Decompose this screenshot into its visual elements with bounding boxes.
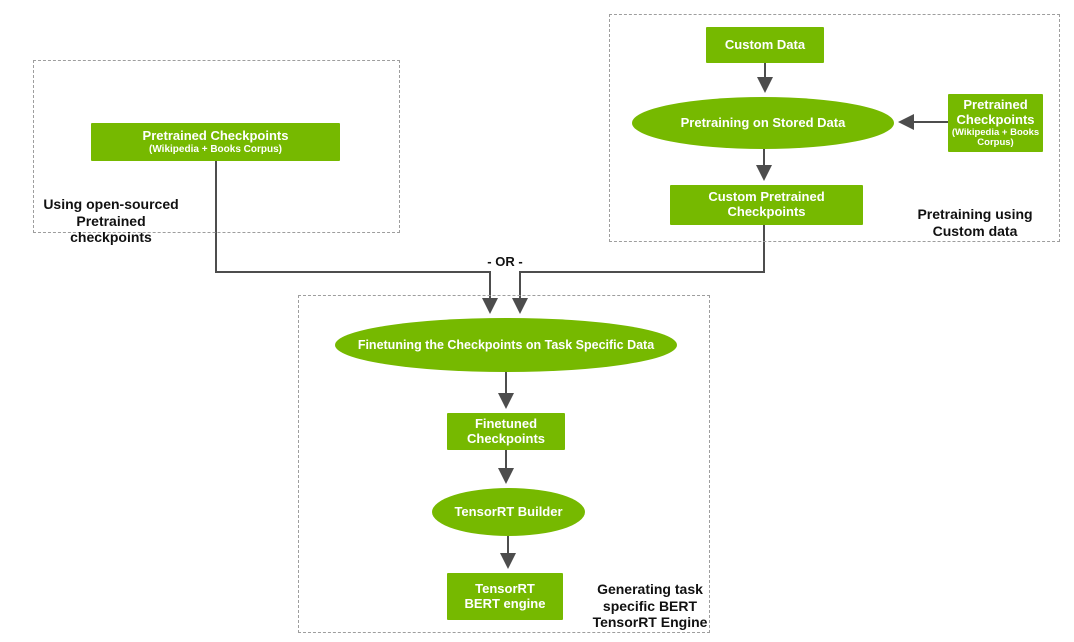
caption-open-sourced-checkpoints: Using open-sourced Pretrained checkpoint… xyxy=(43,196,179,246)
node-title: TensorRT Builder xyxy=(454,503,563,519)
node-tensorrt-bert-engine: TensorRT BERT engine xyxy=(447,573,563,620)
caption-generating-bert-engine: Generating task specific BERT TensorRT E… xyxy=(592,581,708,631)
node-title: Pretraining on Stored Data xyxy=(680,114,846,130)
node-pretrained-checkpoints-open-source: Pretrained Checkpoints (Wikipedia + Book… xyxy=(91,123,340,161)
engine-generation-container xyxy=(298,295,710,633)
node-finetuning-checkpoints: Finetuning the Checkpoints on Task Speci… xyxy=(335,318,677,372)
node-subtitle: (Wikipedia + Books Corpus) xyxy=(951,126,1040,148)
node-custom-pretrained-checkpoints: Custom Pretrained Checkpoints xyxy=(670,185,863,225)
custom-pretraining-container xyxy=(609,14,1060,242)
node-tensorrt-builder: TensorRT Builder xyxy=(432,488,585,536)
node-title: Custom Data xyxy=(724,36,806,52)
node-subtitle: (Wikipedia + Books Corpus) xyxy=(149,143,282,155)
node-pretraining-on-stored-data: Pretraining on Stored Data xyxy=(632,97,894,149)
node-title: Finetuned Checkpoints xyxy=(466,415,545,446)
node-title: Custom Pretrained Checkpoints xyxy=(708,189,825,219)
node-pretrained-checkpoints-custom: Pretrained Checkpoints (Wikipedia + Book… xyxy=(948,94,1043,152)
node-title: Finetuning the Checkpoints on Task Speci… xyxy=(357,337,655,352)
caption-pretraining-using-custom-data: Pretraining using Custom data xyxy=(917,206,1033,239)
node-title: TensorRT BERT engine xyxy=(464,580,546,611)
node-title: Pretrained Checkpoints xyxy=(956,96,1035,127)
node-custom-data: Custom Data xyxy=(706,27,824,63)
open-sourced-checkpoints-container xyxy=(33,60,400,233)
or-separator-label: - OR - xyxy=(487,254,523,269)
node-title: Pretrained Checkpoints xyxy=(142,128,289,144)
node-finetuned-checkpoints: Finetuned Checkpoints xyxy=(447,413,565,450)
